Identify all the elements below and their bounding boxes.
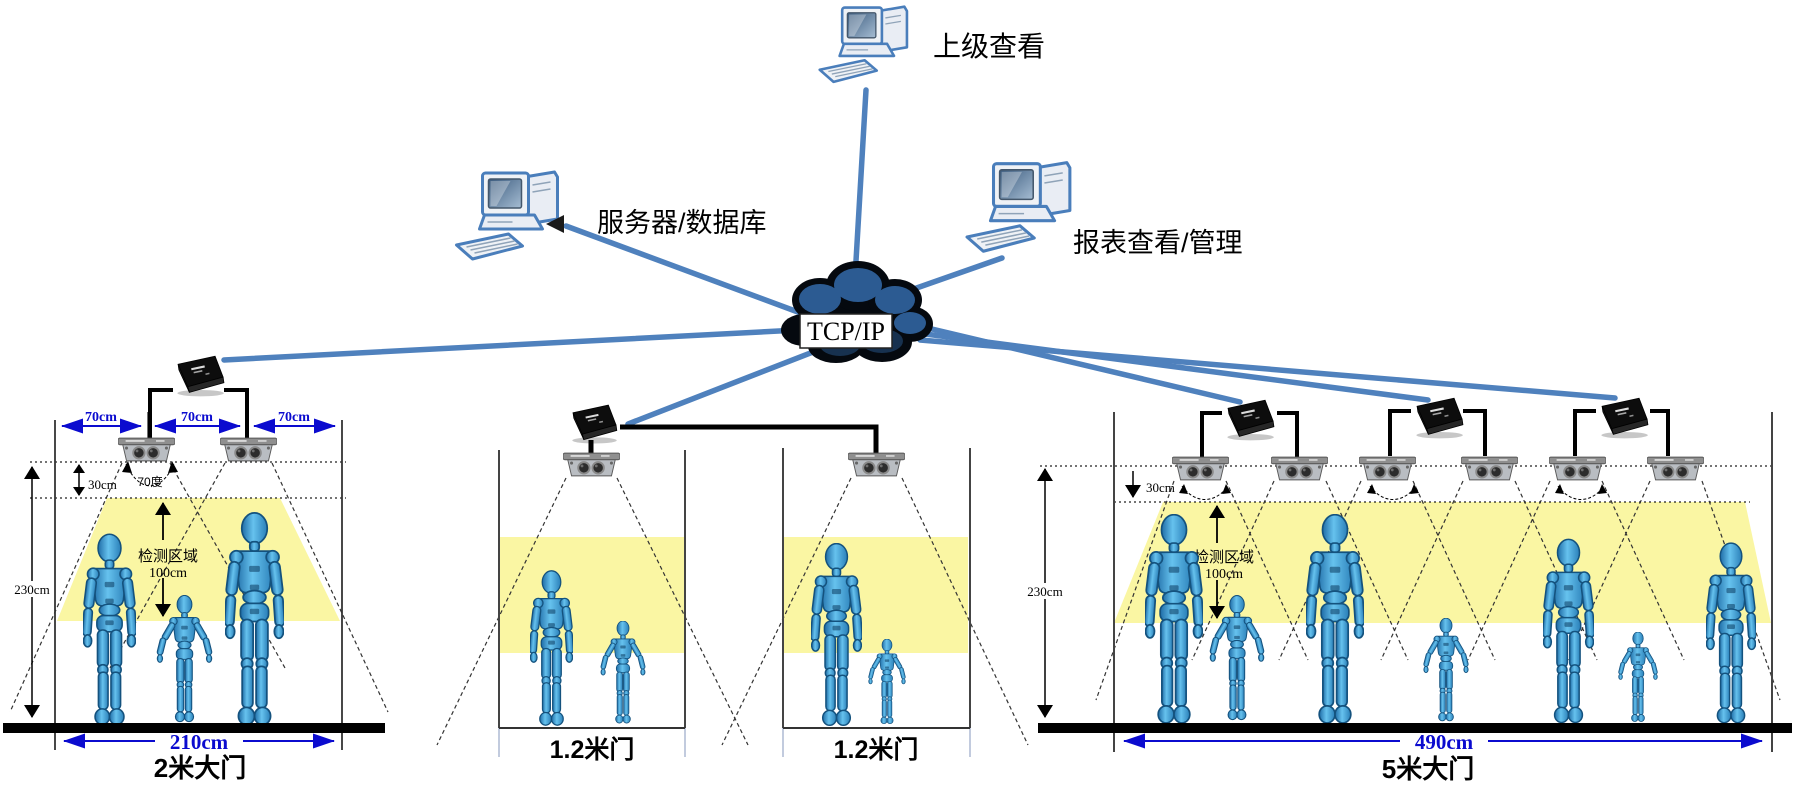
controller-icon <box>1600 397 1649 439</box>
door-left-detection-zone <box>500 537 684 653</box>
hq-computer-icon <box>818 5 909 84</box>
gate-2m-offset-label: 30cm <box>88 477 117 492</box>
doors-beam-lines <box>436 477 1029 746</box>
sensor-icon <box>1271 456 1328 481</box>
sensor-icon <box>1647 456 1704 481</box>
cloud-label: TCP/IP <box>807 317 885 346</box>
controller-icon <box>1226 399 1275 441</box>
link-gate5m-b <box>915 330 1431 403</box>
mannequin-icon <box>1422 618 1470 722</box>
spacing-label-1: 70cm <box>85 410 117 425</box>
gate-2m-floor <box>3 723 385 733</box>
server-label: 服务器/数据库 <box>597 208 767 238</box>
gate-2m-cables <box>148 388 249 446</box>
door-post-ticks <box>498 728 971 757</box>
network-links <box>221 87 1618 427</box>
gate-5m-beam-lines <box>1095 480 1781 701</box>
sensor-icon <box>1461 456 1518 481</box>
server-computer-icon <box>454 170 560 261</box>
gate-2m-zone-height-label: 100cm <box>149 566 187 581</box>
gate-5m-detection-zone <box>1114 502 1771 623</box>
doors-link-cable <box>620 424 879 455</box>
controller-icon <box>176 355 225 397</box>
gate-2m-zone-label: 检测区域 <box>138 548 198 565</box>
spacing-label-3: 70cm <box>278 410 310 425</box>
mannequin-icon <box>1617 632 1659 722</box>
gate-5m-cables <box>1200 409 1670 458</box>
gate-2m-beam-lines <box>9 462 389 713</box>
controller-icon <box>1415 397 1464 439</box>
gate-2m-width-label: 210cm <box>170 730 229 754</box>
gate-5m-zone-height-label: 100cm <box>1205 567 1243 582</box>
gate-5m-zone-label: 检测区域 <box>1194 549 1254 566</box>
gate-5m-angle-arrows <box>1179 484 1607 494</box>
link-server <box>563 223 809 318</box>
gate-2m-angle-label: 70度 <box>137 474 162 489</box>
link-hq <box>851 87 869 298</box>
gate-5m-floor <box>1038 723 1792 733</box>
angle-arrow-icon <box>168 461 178 473</box>
gate-5m-angle-arcs <box>1181 485 1605 500</box>
label-bg <box>1023 583 1067 599</box>
gate-2m-title: 2米大门 <box>154 753 246 783</box>
hq-computer-label: 上级查看 <box>933 31 1045 62</box>
gate-5m-height-label: 230cm <box>1027 584 1062 599</box>
link-doors12 <box>625 347 821 427</box>
sensor-icon <box>220 437 277 462</box>
report-label: 报表查看/管理 <box>1073 228 1243 258</box>
doors-1-2m-scene: 1.2米门 1.2米门 <box>436 404 1029 764</box>
label-bg <box>10 581 54 597</box>
door-left-title: 1.2米门 <box>550 735 635 764</box>
gate-5m-scene: 30cm 230cm 检测区域 100cm 490cm 5米大门 <box>1023 397 1792 784</box>
sensor-icon <box>1172 456 1229 481</box>
sensor-icon <box>1359 456 1416 481</box>
gate-2m-scene: 70cm 70cm 70cm 30cm 70度 230cm 检测区域 <box>3 355 389 783</box>
angle-arrow-icon <box>122 461 132 473</box>
link-gate5m-c <box>917 337 1618 401</box>
server-arrow-icon <box>546 215 564 233</box>
cloud-label-box <box>799 313 893 349</box>
door-posts <box>498 448 971 728</box>
controller-icon <box>571 404 618 444</box>
report-computer-icon <box>965 161 1072 253</box>
door-right-title: 1.2米门 <box>834 735 919 764</box>
sensor-icon <box>1549 456 1606 481</box>
gate-2m-height-label: 230cm <box>14 582 49 597</box>
sensor-icon <box>848 452 905 477</box>
link-gate2m <box>221 327 801 363</box>
spacing-label-2: 70cm <box>181 410 213 425</box>
gate-5m-title: 5米大门 <box>1382 754 1474 784</box>
gate-2m-dotted-levels <box>30 461 346 499</box>
tcpip-cloud: TCP/IP <box>781 261 933 363</box>
gate-5m-posts <box>1113 412 1773 752</box>
gate-5m-offset-label: 30cm <box>1146 480 1175 495</box>
gate-5m-width-label: 490cm <box>1415 730 1474 754</box>
sensor-icon <box>118 437 175 462</box>
sensor-icon <box>563 452 620 477</box>
